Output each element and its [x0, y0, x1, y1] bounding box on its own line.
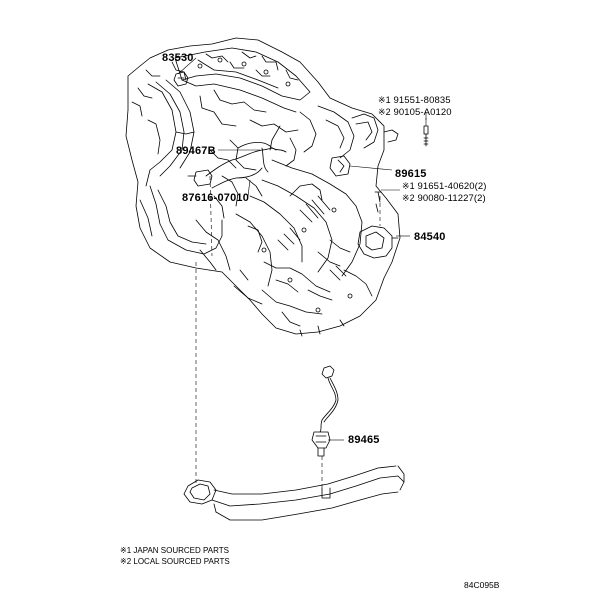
fastener-91551-80835[interactable]: ※1 91551-80835 — [378, 95, 451, 106]
exhaust-front-pipe — [183, 465, 405, 521]
fastener-90080-11227[interactable]: ※2 90080-11227(2) — [402, 193, 486, 204]
callout-89467b[interactable]: 89467B — [176, 145, 216, 157]
fastener-number: 90105-A0120 — [393, 107, 452, 118]
source-mark: ※1 — [378, 95, 391, 105]
engine-transaxle-assembly — [125, 37, 401, 337]
note-japan-sourced: ※1 JAPAN SOURCED PARTS — [120, 546, 229, 555]
bolt-91551 — [423, 125, 429, 147]
callout-87616-07010[interactable]: 87616-07010 — [182, 192, 250, 204]
callout-83530[interactable]: 83530 — [162, 52, 194, 64]
fastener-number: 90080-11227(2) — [417, 193, 486, 204]
fastener-90105-a0120[interactable]: ※2 90105-A0120 — [378, 107, 452, 118]
fastener-number: 91551-80835 — [393, 95, 451, 106]
note-local-sourced: ※2 LOCAL SOURCED PARTS — [120, 557, 230, 566]
source-mark: ※2 — [402, 193, 415, 203]
callout-89465[interactable]: 89465 — [348, 434, 380, 446]
source-mark: ※1 — [402, 181, 415, 191]
callout-89615[interactable]: 89615 — [395, 168, 427, 180]
dashed-alignment-lines — [195, 175, 381, 488]
callout-84540[interactable]: 84540 — [414, 231, 446, 243]
figure-code: 84C095B — [464, 580, 500, 590]
fastener-91651-40620[interactable]: ※1 91651-40620(2) — [402, 181, 487, 192]
oxygen-sensor-89465 — [311, 365, 339, 457]
fastener-number: 91651-40620(2) — [417, 181, 487, 192]
leader-lines — [177, 57, 427, 441]
part-83530 — [173, 71, 189, 87]
source-mark: ※2 — [378, 107, 391, 117]
